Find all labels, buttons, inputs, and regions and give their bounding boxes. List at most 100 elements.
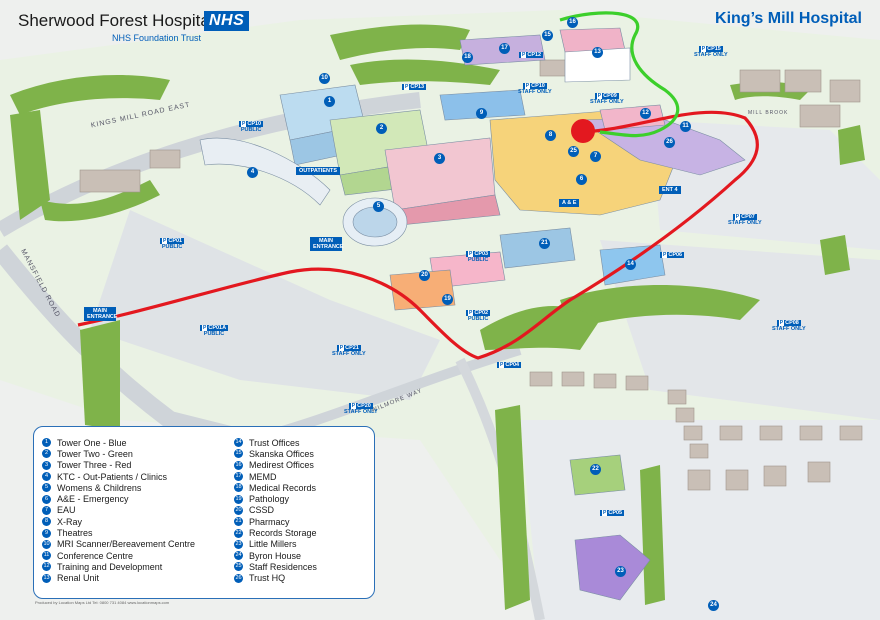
building-marker-24: 24 xyxy=(708,600,719,611)
legend-label: Pathology xyxy=(249,494,290,505)
legend-label: X-Ray xyxy=(57,516,83,527)
building-marker-4: 4 xyxy=(247,167,258,178)
legend-label: Trust Offices xyxy=(249,437,300,448)
legend-label: Tower Three - Red xyxy=(57,460,132,471)
legend-label: A&E - Emergency xyxy=(57,494,129,505)
legend-number-badge: 24 xyxy=(234,551,243,561)
building-marker-10: 10 xyxy=(319,73,330,84)
legend-number-badge: 4 xyxy=(42,472,51,482)
outpatients-sign: OUTPATIENTS xyxy=(296,167,340,175)
legend-number-badge: 10 xyxy=(42,539,51,549)
building-marker-13: 13 xyxy=(592,47,603,58)
legend-label: Trust HQ xyxy=(249,573,286,584)
building-marker-6: 6 xyxy=(576,174,587,185)
legend-label: EAU xyxy=(57,505,76,516)
legend-item: 21 Pharmacy xyxy=(234,516,317,527)
building-marker-25: 25 xyxy=(568,146,579,157)
legend-item: 26 Trust HQ xyxy=(234,573,317,584)
legend-label: Pharmacy xyxy=(249,516,290,527)
building-marker-21: 21 xyxy=(539,238,550,249)
legend-item: 12 Training and Development xyxy=(42,561,195,572)
main-entrance-left-sign: MAIN ENTRANCE xyxy=(84,307,118,321)
red-route xyxy=(77,110,759,360)
houses xyxy=(79,59,863,491)
organisation-name: Sherwood Forest Hospitals xyxy=(18,11,223,30)
main-entrance-centre-sign: MAIN ENTRANCE xyxy=(310,237,344,251)
legend-label: MEMD xyxy=(249,471,277,482)
legend-label: KTC - Out-Patients / Clinics xyxy=(57,471,168,482)
building-marker-22: 22 xyxy=(590,464,601,475)
legend-label: Theatres xyxy=(57,528,93,539)
legend-number-badge: 21 xyxy=(234,517,243,527)
building-marker-19: 19 xyxy=(442,294,453,305)
legend-number-badge: 17 xyxy=(234,472,243,482)
legend-label: MRI Scanner/Bereavement Centre xyxy=(57,539,196,550)
legend-item: 4 KTC - Out-Patients / Clinics xyxy=(42,471,195,482)
legend-number-badge: 19 xyxy=(234,494,243,504)
legend-number-badge: 9 xyxy=(42,528,51,538)
legend-item: 8 X-Ray xyxy=(42,516,195,527)
legend-number-badge: 25 xyxy=(234,562,243,572)
legend-label: Skanska Offices xyxy=(249,448,314,459)
building-marker-15: 15 xyxy=(542,30,553,41)
legend-number-badge: 20 xyxy=(234,505,243,515)
legend-number-badge: 6 xyxy=(42,494,51,504)
green-route xyxy=(559,11,680,138)
legend-label: Tower One - Blue xyxy=(57,437,127,448)
legend-label: Womens & Childrens xyxy=(57,482,142,493)
legend-item: 10 MRI Scanner/Bereavement Centre xyxy=(42,539,195,550)
building-marker-12: 12 xyxy=(640,108,651,119)
destination-marker xyxy=(571,119,595,143)
hospital-title: King’s Mill Hospital xyxy=(715,10,862,27)
legend-number-badge: 5 xyxy=(42,483,51,493)
legend-label: Medical Records xyxy=(249,482,317,493)
legend-number-badge: 26 xyxy=(234,573,243,583)
building-marker-26: 26 xyxy=(664,137,675,148)
building-marker-16: 16 xyxy=(567,17,578,28)
legend-number-badge: 16 xyxy=(234,460,243,470)
legend-number-badge: 22 xyxy=(234,528,243,538)
legend-number-badge: 8 xyxy=(42,517,51,527)
a-and-e-sign: A & E xyxy=(559,199,580,207)
legend-label: Tower Two - Green xyxy=(57,448,133,459)
building-marker-9: 9 xyxy=(476,108,487,119)
legend-item: 6 A&E - Emergency xyxy=(42,493,195,504)
legend-label: Conference Centre xyxy=(57,550,134,561)
legend-number-badge: 18 xyxy=(234,483,243,493)
legend-number-badge: 3 xyxy=(42,460,51,470)
legend-item: 17 MEMD xyxy=(234,471,317,482)
legend-label: Staff Residences xyxy=(249,561,317,572)
legend-number-badge: 2 xyxy=(42,449,51,459)
nhs-logo: NHS xyxy=(204,11,250,31)
legend-number-badge: 13 xyxy=(42,573,51,583)
legend-label: CSSD xyxy=(249,505,275,516)
trust-name: NHS Foundation Trust xyxy=(112,33,202,43)
legend-label: Little Millers xyxy=(249,539,297,550)
building-marker-23: 23 xyxy=(615,566,626,577)
legend-label: Training and Development xyxy=(57,561,163,572)
building-marker-3: 3 xyxy=(434,153,445,164)
legend-number-badge: 12 xyxy=(42,562,51,572)
